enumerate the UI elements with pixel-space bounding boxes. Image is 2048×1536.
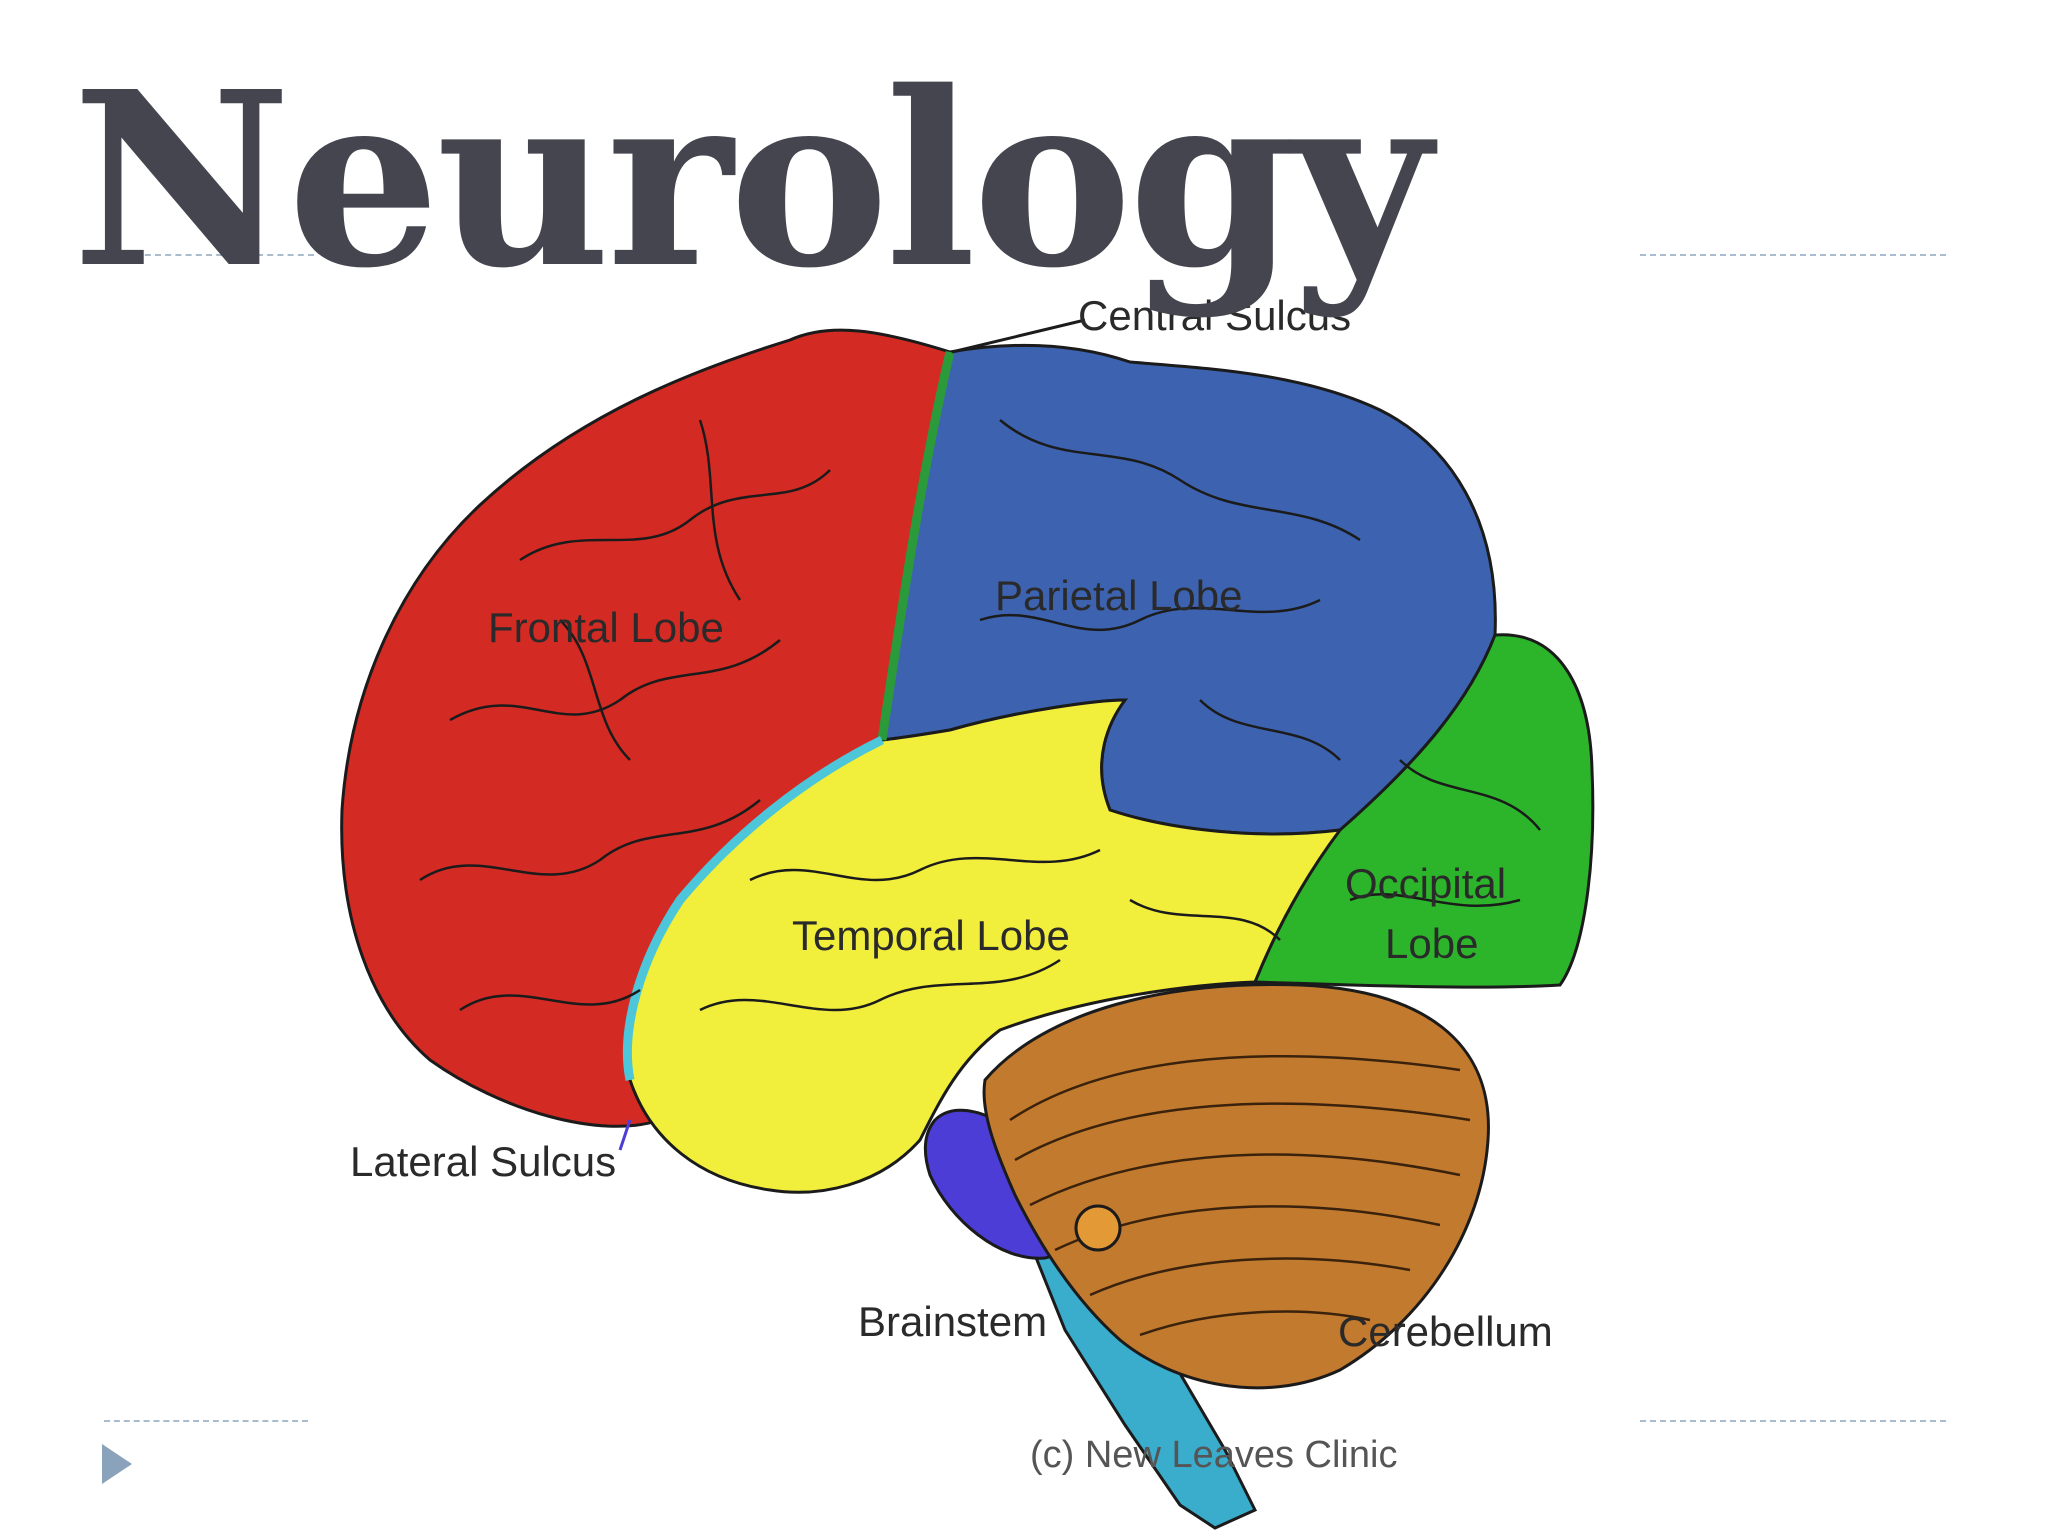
central-sulcus-line — [877, 350, 955, 741]
label-occipital-lobe: Occipital — [1345, 860, 1506, 907]
top-rule-left — [104, 254, 314, 256]
next-slide-arrow-icon[interactable] — [102, 1444, 132, 1484]
bottom-rule-right — [1640, 1420, 1946, 1422]
slide-title: Neurology — [72, 39, 1432, 321]
label-lateral-sulcus: Lateral Sulcus — [350, 1138, 616, 1185]
lateral-sulcus-pointer — [618, 1119, 632, 1151]
label-cerebellum: Cerebellum — [1338, 1308, 1553, 1355]
label-central-sulcus: Central Sulcus — [1078, 292, 1351, 339]
label-temporal-lobe: Temporal Lobe — [792, 912, 1070, 959]
occipital-lobe-region — [1252, 633, 1595, 989]
lateral-sulcus-line — [623, 735, 884, 1081]
label-brainstem: Brainstem — [858, 1298, 1047, 1345]
label-parietal-lobe: Parietal Lobe — [995, 572, 1243, 619]
gyri-lines — [419, 419, 1541, 1012]
label-occipital-lobe-line2: Lobe — [1385, 920, 1478, 967]
slide-footer: (c) New Leaves Clinic — [1030, 1434, 1398, 1476]
top-rule-right — [1640, 254, 1946, 256]
cerebellum-node — [1074, 1204, 1122, 1252]
label-frontal-lobe: Frontal Lobe — [488, 604, 724, 651]
central-sulcus-pointer — [951, 318, 1086, 354]
bottom-rule-left — [104, 1420, 308, 1422]
